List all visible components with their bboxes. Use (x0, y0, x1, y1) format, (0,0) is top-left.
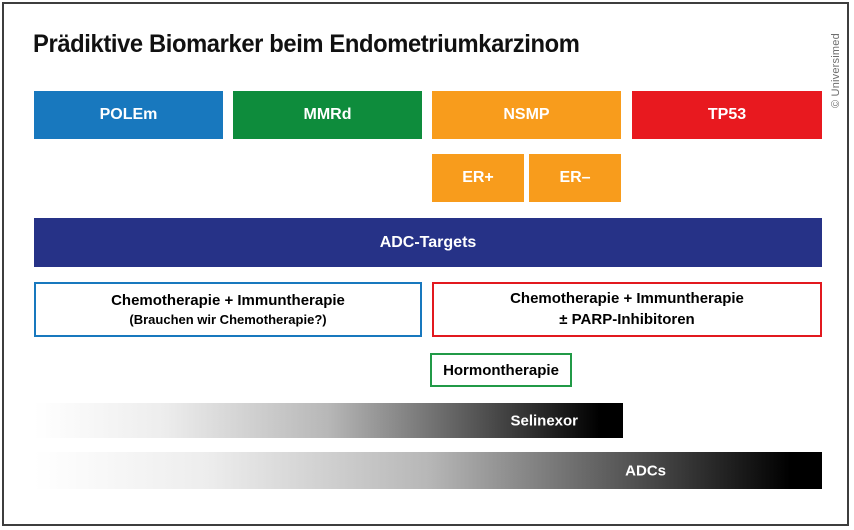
biomarker-box-tp53: TP53 (632, 91, 822, 139)
biomarker-label: TP53 (707, 106, 747, 123)
biomarker-box-polem: POLEm (34, 91, 223, 139)
therapy-line2: (Brauchen wir Chemotherapie?) (129, 311, 327, 327)
biomarker-box-mmrd: MMRd (233, 91, 422, 139)
therapy-box-chemo-immuno: Chemotherapie + Immuntherapie (Brauchen … (34, 282, 422, 337)
therapy-line1: Chemotherapie + Immuntherapie (510, 290, 744, 308)
therapy-line1: Chemotherapie + Immuntherapie (111, 291, 345, 309)
biomarker-label: MMRd (303, 106, 352, 123)
hormone-therapy-box: Hormontherapie (430, 353, 572, 387)
biomarker-label: POLEm (99, 106, 158, 123)
biomarker-label: NSMP (503, 106, 550, 123)
biomarker-box-nsmp: NSMP (432, 91, 621, 139)
er-negative-box: ER– (529, 154, 621, 202)
therapy-box-chemo-immuno-parp: Chemotherapie + Immuntherapie ± PARP-Inh… (432, 282, 822, 337)
er-label: ER+ (462, 169, 494, 186)
adcs-gradient-bar: ADCs (34, 452, 822, 489)
er-positive-box: ER+ (432, 154, 524, 202)
adcs-label: ADCs (625, 462, 666, 479)
adc-targets-label: ADC-Targets (379, 233, 477, 251)
page-title: Prädiktive Biomarker beim Endometriumkar… (33, 30, 580, 58)
therapy-line2: ± PARP-Inhibitoren (559, 310, 695, 328)
er-label: ER– (559, 169, 591, 186)
adc-targets-bar: ADC-Targets (34, 218, 822, 267)
selinexor-label: Selinexor (510, 412, 578, 429)
copyright-credit: © Universimed (830, 33, 842, 108)
hormone-therapy-label: Hormontherapie (443, 361, 559, 379)
selinexor-gradient-bar: Selinexor (34, 403, 623, 438)
